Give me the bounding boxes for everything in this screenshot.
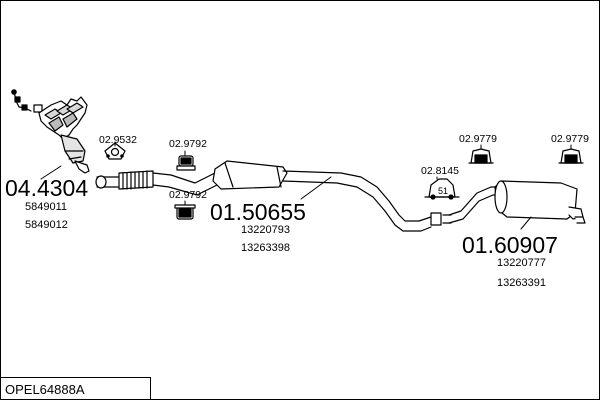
manifold-catalyst-icon [38,96,90,174]
catalog-reference-box: OPEL64888A [1,377,151,399]
small-part-label-mount-left: 02.9779 [459,133,497,145]
lambda-sensor-icon [11,89,43,113]
rubber-mount-02-9779-left-icon [468,148,494,164]
oem-number-manifold-1: 5849011 [25,201,68,213]
rubber-mount-02-9792-bottom-icon [174,204,196,220]
rear-silencer-icon [448,180,586,224]
small-part-label-gasket: 02.9532 [99,134,137,146]
flex-pipe-icon [95,170,154,190]
oem-number-middle-silencer-2: 13263398 [241,242,290,254]
small-part-label-mount-bottom: 02.9792 [169,189,207,201]
oem-number-rear-silencer-1: 13220777 [497,257,546,269]
gasket-02-9532-icon [104,142,126,160]
part-number-rear-silencer: 01.60907 [462,232,558,258]
leader-lines [40,142,572,230]
part-number-middle-silencer: 01.50655 [210,199,306,225]
clamp-02-8145-icon [424,178,460,200]
small-part-label-clamp: 02.8145 [421,165,459,177]
oem-number-manifold-2: 5849012 [25,219,68,231]
small-part-label-mount-right: 02.9779 [551,133,589,145]
middle-silencer-icon [152,160,432,232]
pipe-joint-icon [430,212,452,226]
oem-number-rear-silencer-2: 13263391 [497,277,546,289]
clamp-number-label: 51 [438,186,448,196]
rubber-mount-02-9779-right-icon [558,148,584,164]
small-part-label-mount-top: 02.9792 [169,138,207,150]
rubber-mount-02-9792-top-icon [176,155,196,171]
oem-number-middle-silencer-1: 13220793 [241,224,290,236]
part-number-manifold: 04.4304 [5,175,89,201]
catalog-reference-text: OPEL64888A [5,382,85,397]
